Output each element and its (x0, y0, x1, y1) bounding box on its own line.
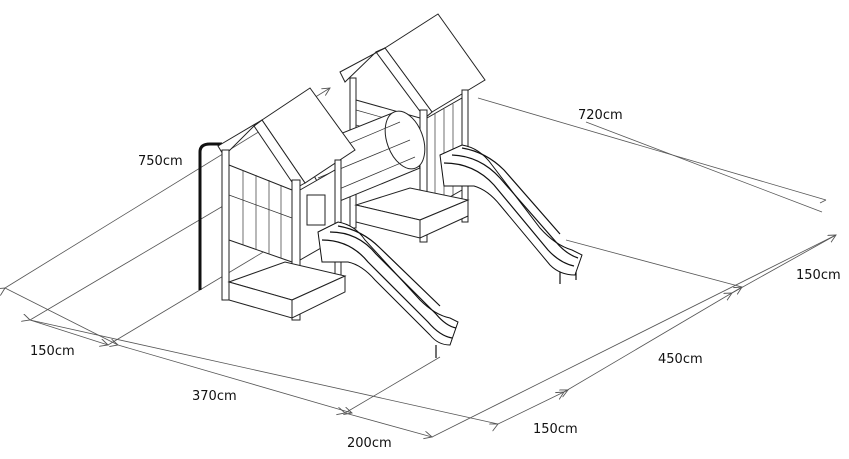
back-tower-roof-right (384, 13, 486, 113)
dim-line-450 (564, 287, 742, 392)
front-tower (198, 87, 356, 321)
label-450: 450cm (658, 352, 703, 367)
slide-front-edge-2 (329, 231, 457, 329)
front-tower-window (306, 194, 326, 226)
dim-ref-front-right (431, 234, 837, 438)
dimension-labels: 750cm 720cm 150cm 370cm 200cm 150cm 450c… (30, 108, 841, 451)
dim-line-150-right (732, 235, 836, 293)
slide-back (439, 144, 583, 284)
back-tower-gable (339, 47, 386, 83)
slide-back-edge-3 (461, 147, 561, 235)
slide-back-edge-1 (443, 162, 575, 267)
label-150-bottom: 150cm (533, 422, 578, 437)
front-tower-front-wall (228, 164, 293, 263)
label-720: 720cm (578, 108, 623, 123)
front-tower-rail (228, 194, 293, 219)
dim-edge-150-left (4, 287, 119, 346)
front-tower-sandbox-side (291, 275, 346, 319)
slide-front (317, 221, 459, 358)
dim-line-150-bottom (498, 390, 568, 424)
tunnel-opening (384, 110, 426, 170)
slide-back-body (439, 144, 583, 276)
dim-line-370 (118, 345, 352, 413)
label-200: 200cm (347, 436, 392, 451)
label-150-right: 150cm (796, 268, 841, 283)
dim-line-720 (477, 97, 827, 201)
label-150-left: 150cm (30, 344, 75, 359)
slide-back-edge-2 (451, 154, 579, 259)
label-750: 750cm (138, 154, 183, 169)
dim-tick-720 (819, 199, 827, 204)
front-tower-climbing-pole (198, 142, 222, 290)
dim-ref-slide2-floor (565, 239, 743, 288)
back-tower-sandbox-side (419, 199, 469, 239)
dim-ref-left-inner (29, 195, 241, 321)
dim-line-200 (345, 413, 432, 437)
dim-ref-inner-front (29, 319, 499, 425)
label-370: 370cm (192, 389, 237, 404)
slide-front-edge-1 (321, 239, 453, 339)
dim-ref-left-inner2 (107, 247, 271, 346)
dimension-lines (5, 88, 836, 437)
front-tower-post-left (221, 149, 230, 301)
dim-ref-right-inner2 (585, 121, 823, 213)
dim-ref-200-up (344, 356, 441, 414)
dim-line-150-left (30, 320, 108, 345)
slide-front-edge-3 (337, 225, 441, 307)
